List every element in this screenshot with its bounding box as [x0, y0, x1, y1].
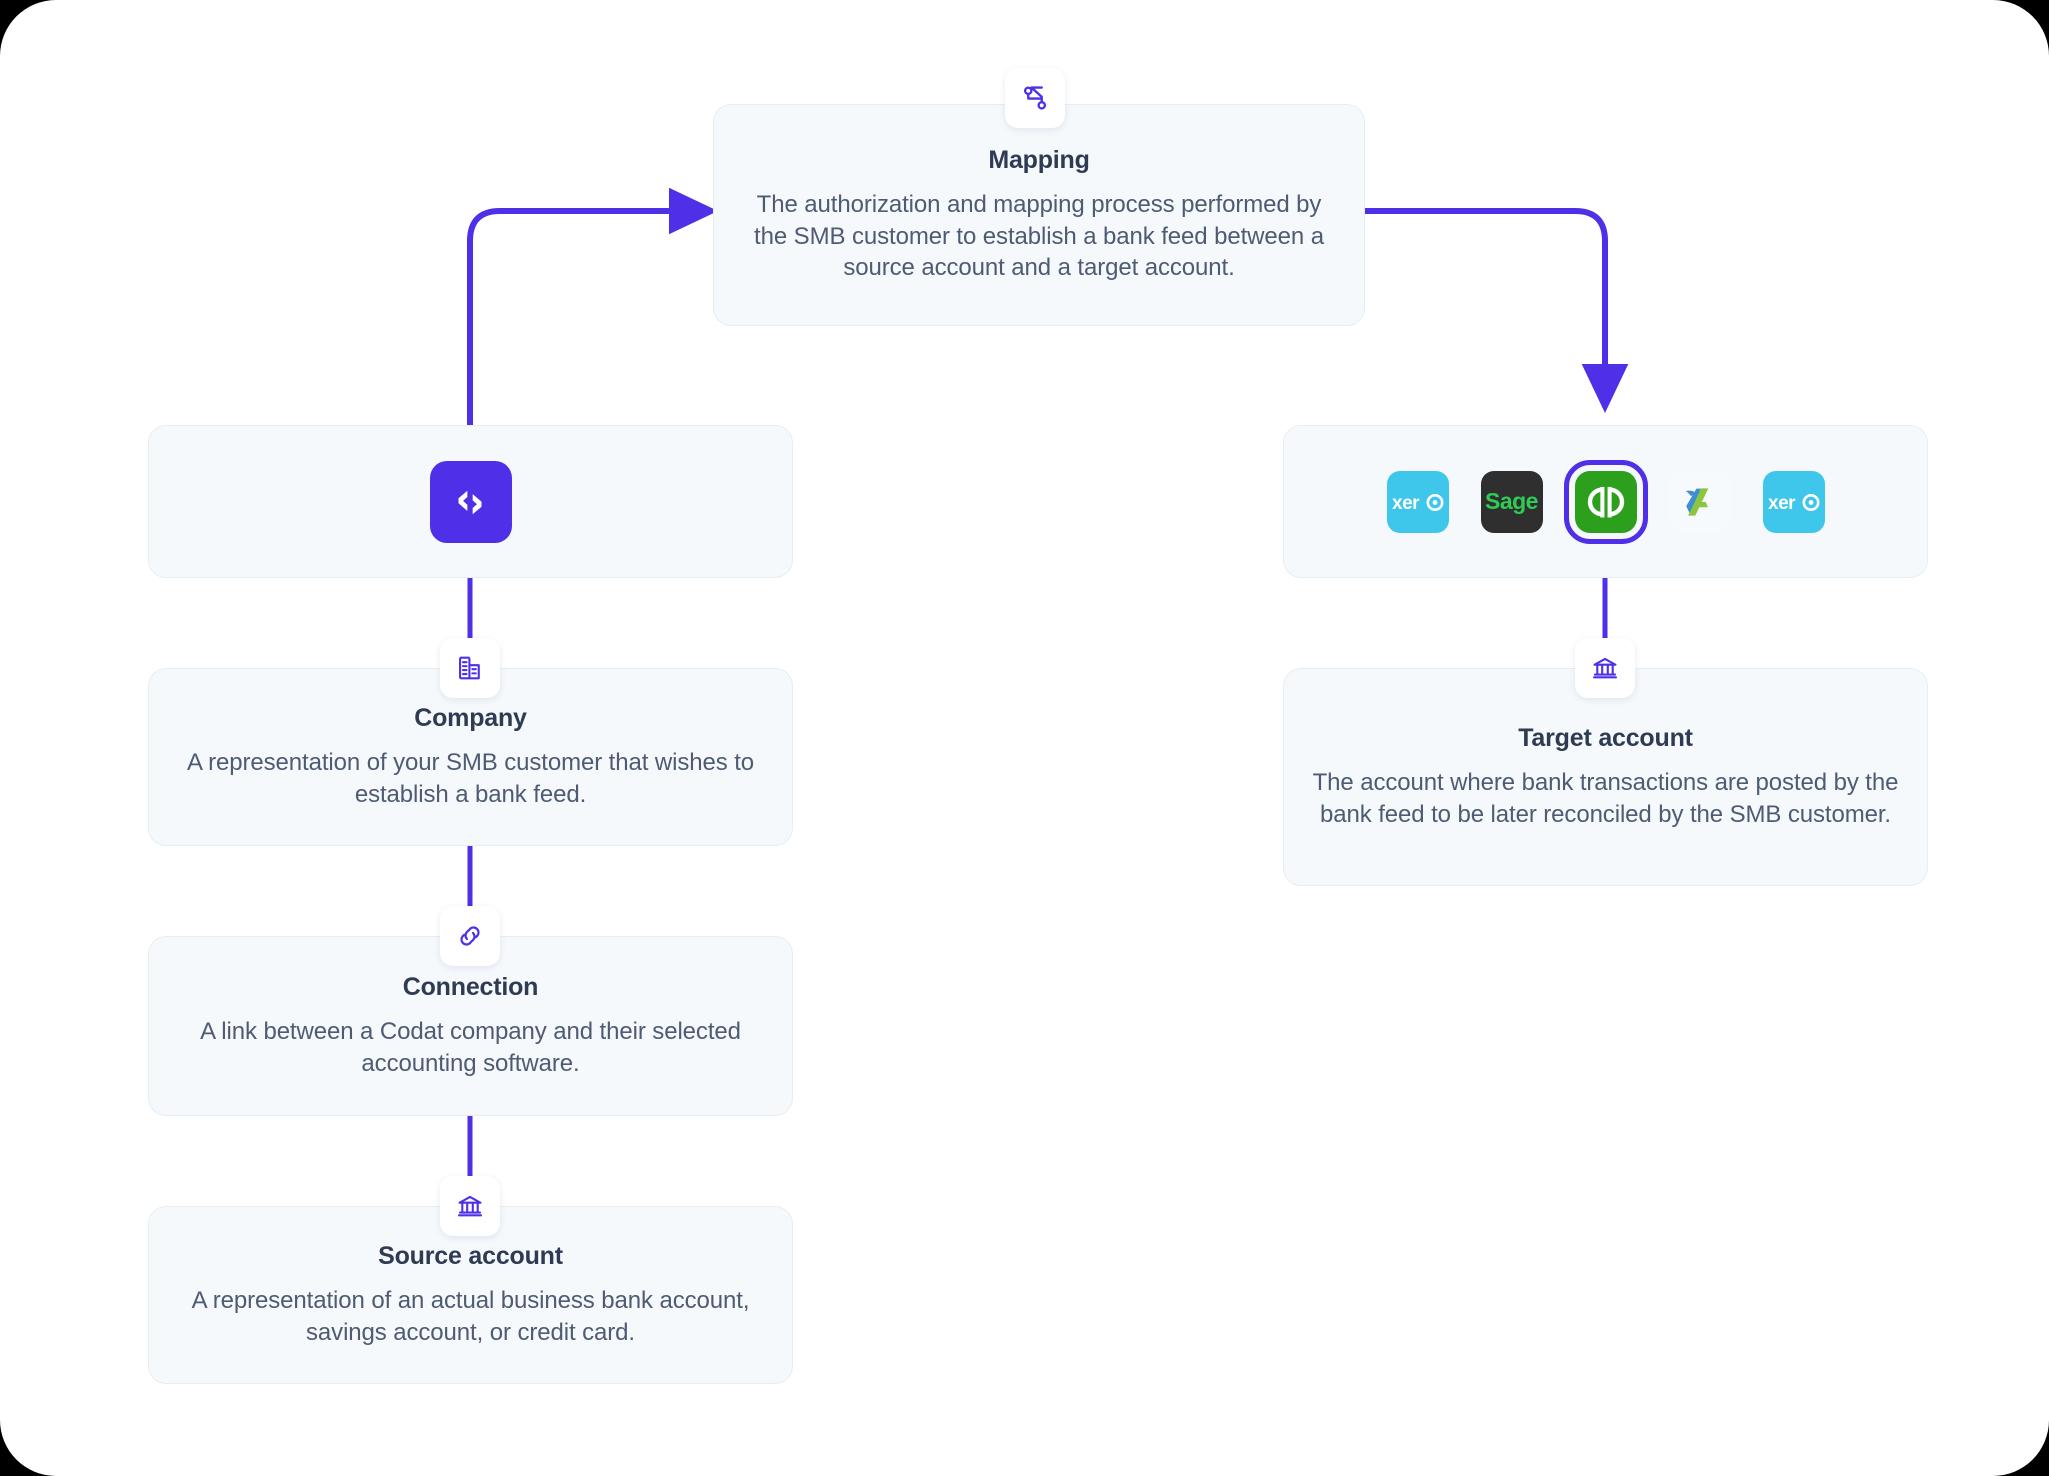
codat-panel: [148, 425, 793, 578]
bank-icon: [1591, 654, 1619, 682]
xero-logo-tile[interactable]: xer: [1386, 470, 1449, 533]
bank-icon: [456, 1192, 484, 1220]
connection-icon-chip: [440, 906, 500, 966]
connection-card-title: Connection: [402, 972, 539, 1001]
sage-logo-icon: Sage: [1485, 488, 1538, 514]
building-icon: [456, 654, 484, 682]
quickbooks-logo-icon: [1587, 486, 1624, 517]
company-card-title: Company: [414, 703, 527, 732]
freeagent-logo-icon: [1685, 487, 1708, 516]
link-icon: [456, 922, 484, 950]
mapping-card-title: Mapping: [988, 145, 1090, 174]
mapping-card: Mapping The authorization and mapping pr…: [713, 104, 1365, 326]
mapping-icon-chip: [1005, 68, 1065, 128]
software-logo-row: xer Sage: [1386, 459, 1825, 544]
source-account-icon-chip: [440, 1176, 500, 1236]
company-card-description: A representation of your SMB customer th…: [186, 748, 755, 808]
target-account-card-description: The account where bank transactions are …: [1312, 768, 1899, 828]
freeagent-logo-tile[interactable]: [1668, 470, 1731, 533]
source-account-card-title: Source account: [378, 1241, 563, 1270]
codat-logo-icon: [429, 460, 512, 543]
svg-text:xer: xer: [1768, 493, 1796, 514]
mapping-card-description: The authorization and mapping process pe…: [754, 190, 1324, 282]
quickbooks-logo-tile[interactable]: [1563, 459, 1648, 544]
sage-logo-tile[interactable]: Sage: [1480, 470, 1543, 533]
target-account-card-title: Target account: [1518, 723, 1693, 752]
source-account-card-description: A representation of an actual business b…: [191, 1286, 750, 1346]
company-icon-chip: [440, 638, 500, 698]
arrow-codat-to-mapping: [467, 187, 719, 428]
connection-card-description: A link between a Codat company and their…: [200, 1017, 741, 1077]
xero-logo-tile[interactable]: xer: [1762, 470, 1825, 533]
arrow-mapping-to-software: [1362, 208, 1629, 414]
target-account-icon-chip: [1575, 638, 1635, 698]
software-panel: xer Sage: [1283, 425, 1928, 578]
xero-logo-icon: xer: [1768, 493, 1819, 514]
connection-card: Connection A link between a Codat compan…: [148, 936, 793, 1116]
target-account-card: Target account The account where bank tr…: [1283, 668, 1928, 886]
xero-logo-icon: xer: [1392, 493, 1443, 514]
svg-text:xer: xer: [1392, 493, 1420, 514]
mapping-shuffle-icon: [1020, 83, 1050, 113]
